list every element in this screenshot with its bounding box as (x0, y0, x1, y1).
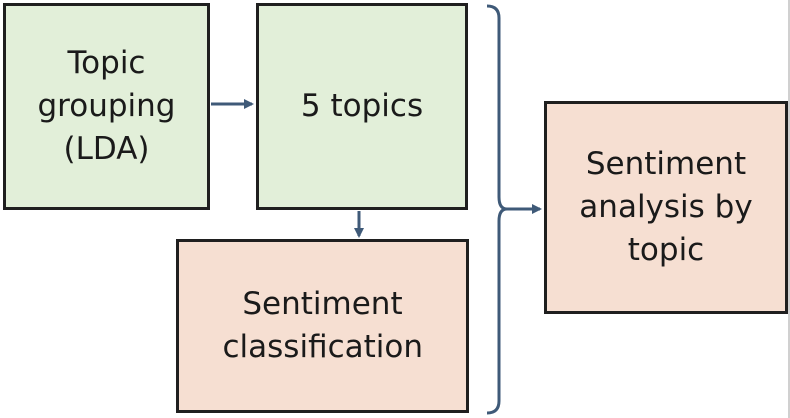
sentiment-by-topic-box: Sentiment analysis by topic (544, 101, 788, 314)
sentiment-by-topic-label: Sentiment analysis by topic (579, 146, 753, 268)
right-brace (486, 4, 508, 415)
right-edge-divider (788, 0, 790, 418)
topic-grouping-box: Topic grouping (LDA) (3, 3, 210, 210)
five-topics-label: 5 topics (300, 88, 424, 125)
sentiment-classification-label: Sentiment classification (222, 286, 424, 365)
sentiment-classification-box: Sentiment classification (176, 239, 469, 413)
five-topics-box: 5 topics (256, 3, 468, 210)
topic-grouping-label: Topic grouping (LDA) (37, 45, 176, 167)
